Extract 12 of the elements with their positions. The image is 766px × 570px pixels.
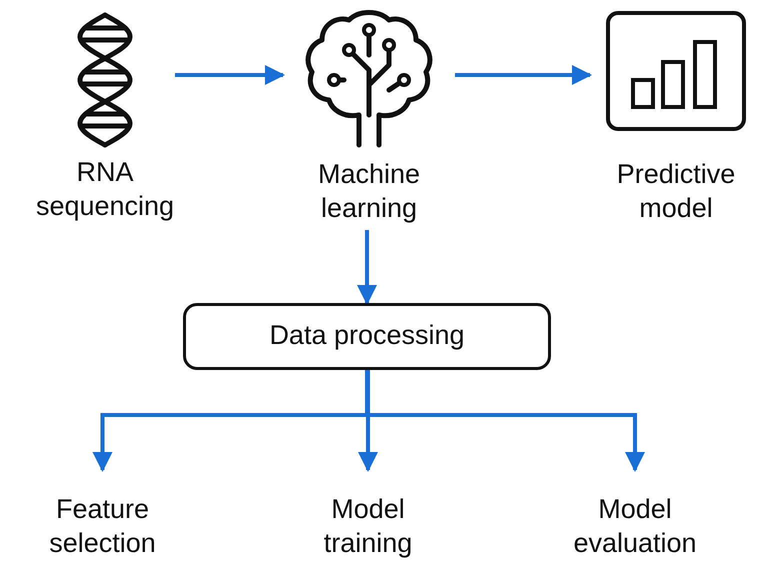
arrow: [358, 370, 378, 472]
node-label: Data processing: [268, 320, 466, 351]
node-label: RNA sequencing: [35, 156, 175, 223]
process-box: [183, 303, 551, 370]
node-label: Predictive model: [616, 158, 736, 225]
node-label: Model evaluation: [572, 493, 698, 560]
arrow: [175, 65, 285, 85]
node-label: Feature selection: [48, 493, 157, 560]
arrow: [357, 230, 377, 305]
node-label: Model training: [322, 493, 414, 560]
node-label: Machine learning: [316, 158, 422, 225]
arrow: [455, 65, 592, 85]
